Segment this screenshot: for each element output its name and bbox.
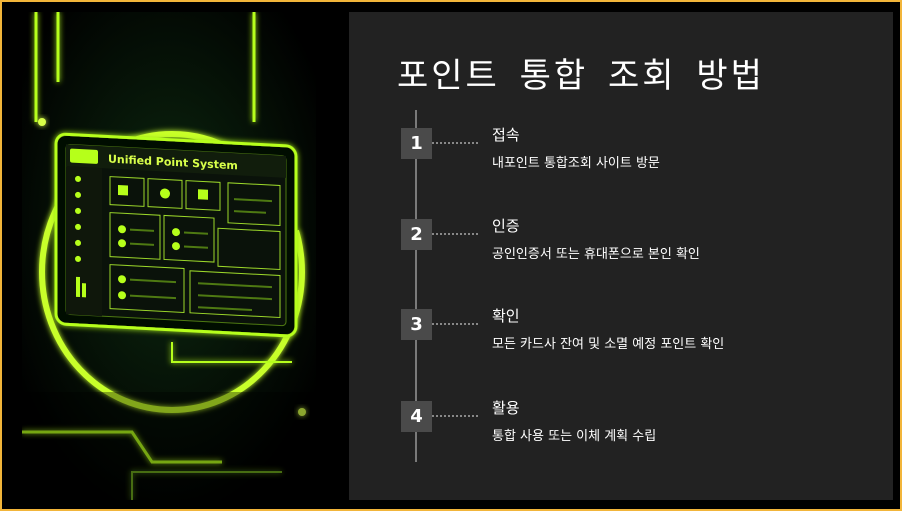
step-description: 모든 카드사 잔여 및 소멸 예정 포인트 확인: [492, 337, 725, 352]
step-description: 내포인트 통합조회 사이트 방문: [492, 156, 660, 171]
step-description: 공인인증서 또는 휴대폰으로 본인 확인: [492, 247, 700, 262]
step-title: 활용: [492, 399, 520, 417]
neon-tablet-graphic: Unified Point System: [22, 12, 316, 500]
step-connector: [432, 233, 478, 235]
steps-panel: 포인트 통합 조회 방법 1 접속 내포인트 통합조회 사이트 방문 2 인증 …: [349, 12, 893, 500]
step-item: 4 활용 통합 사용 또는 이체 계획 수립: [349, 399, 893, 461]
step-number-badge: 3: [401, 309, 432, 340]
step-item: 2 인증 공인인증서 또는 휴대폰으로 본인 확인: [349, 217, 893, 279]
step-number-badge: 2: [401, 219, 432, 250]
step-item: 1 접속 내포인트 통합조회 사이트 방문: [349, 126, 893, 188]
step-item: 3 확인 모든 카드사 잔여 및 소멸 예정 포인트 확인: [349, 307, 893, 369]
page-title: 포인트 통합 조회 방법: [397, 56, 765, 96]
step-connector: [432, 415, 478, 417]
step-title: 인증: [492, 217, 520, 235]
step-title: 확인: [492, 307, 520, 325]
step-connector: [432, 142, 478, 144]
step-number-badge: 4: [401, 401, 432, 432]
step-connector: [432, 323, 478, 325]
timeline-line: [415, 110, 417, 462]
step-title: 접속: [492, 126, 520, 144]
tablet-illustration: Unified Point System: [22, 12, 316, 500]
step-description: 통합 사용 또는 이체 계획 수립: [492, 429, 657, 444]
step-number-badge: 1: [401, 128, 432, 159]
